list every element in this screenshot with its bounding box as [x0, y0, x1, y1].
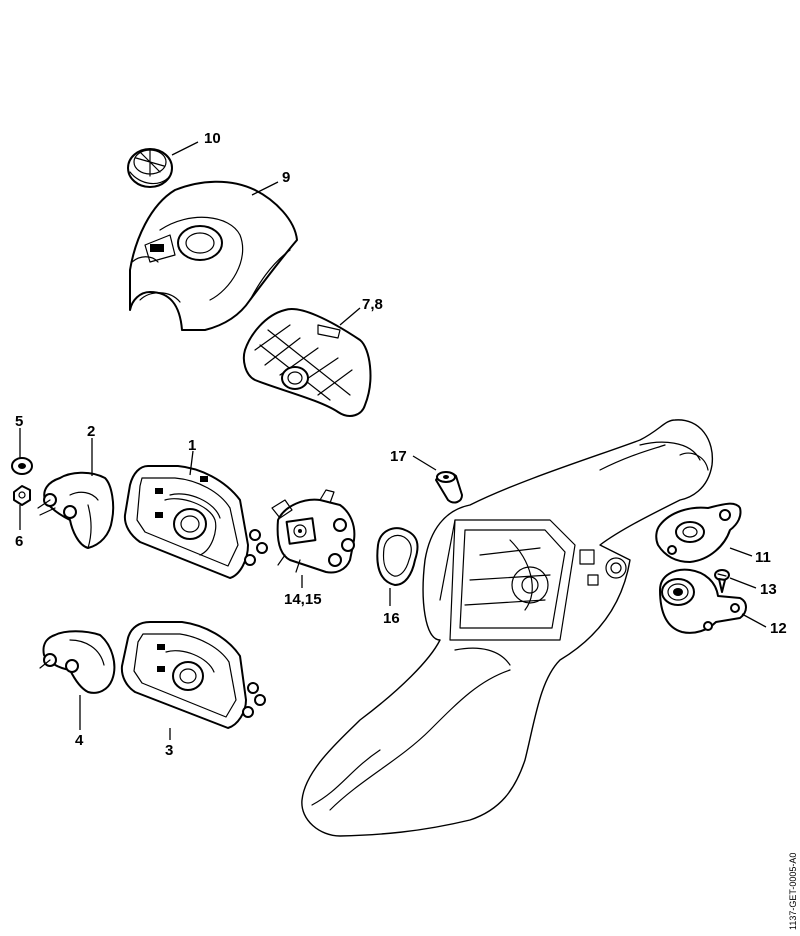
callout-7-8: 7,8: [362, 296, 383, 313]
part-17-grommet: [435, 471, 463, 504]
part-1-manifold: [123, 465, 268, 579]
part-5-washer: [11, 457, 33, 475]
part-7-8-air-filter: [242, 308, 372, 417]
part-6-nut: [13, 485, 31, 506]
callout-2: 2: [87, 423, 95, 440]
part-13-screw: [714, 569, 730, 593]
drawing-code: 1137-GET-0005-A0: [788, 853, 798, 930]
callout-3: 3: [165, 742, 173, 759]
leader-lines: [19, 141, 767, 740]
callout-5: 5: [15, 413, 23, 430]
callout-1: 1: [188, 437, 196, 454]
callout-4: 4: [75, 732, 84, 749]
handle-housing: [301, 419, 714, 837]
part-3-manifold: [120, 621, 266, 729]
callout-9: 9: [282, 169, 290, 186]
callout-11: 11: [755, 549, 771, 566]
part-9-shroud: [129, 180, 298, 331]
callout-16: 16: [383, 610, 400, 627]
part-10-cap: [127, 148, 173, 188]
callout-14-15: 14,15: [284, 591, 322, 608]
part-4-elbow: [39, 630, 116, 694]
callout-6: 6: [15, 533, 23, 550]
part-14-15-carburetor: [271, 489, 356, 574]
part-11-bracket: [655, 502, 742, 563]
callout-13: 13: [760, 581, 777, 598]
callout-labels: 10 9 7,8 1 2 5 6 14,15 16 17 11 13 12 4 …: [15, 130, 787, 759]
callout-17: 17: [390, 448, 407, 465]
part-2-elbow: [37, 471, 115, 549]
part-16-gasket: [376, 527, 419, 586]
callout-12: 12: [770, 620, 787, 637]
part-12-flange: [659, 568, 747, 634]
callout-10: 10: [204, 130, 221, 147]
